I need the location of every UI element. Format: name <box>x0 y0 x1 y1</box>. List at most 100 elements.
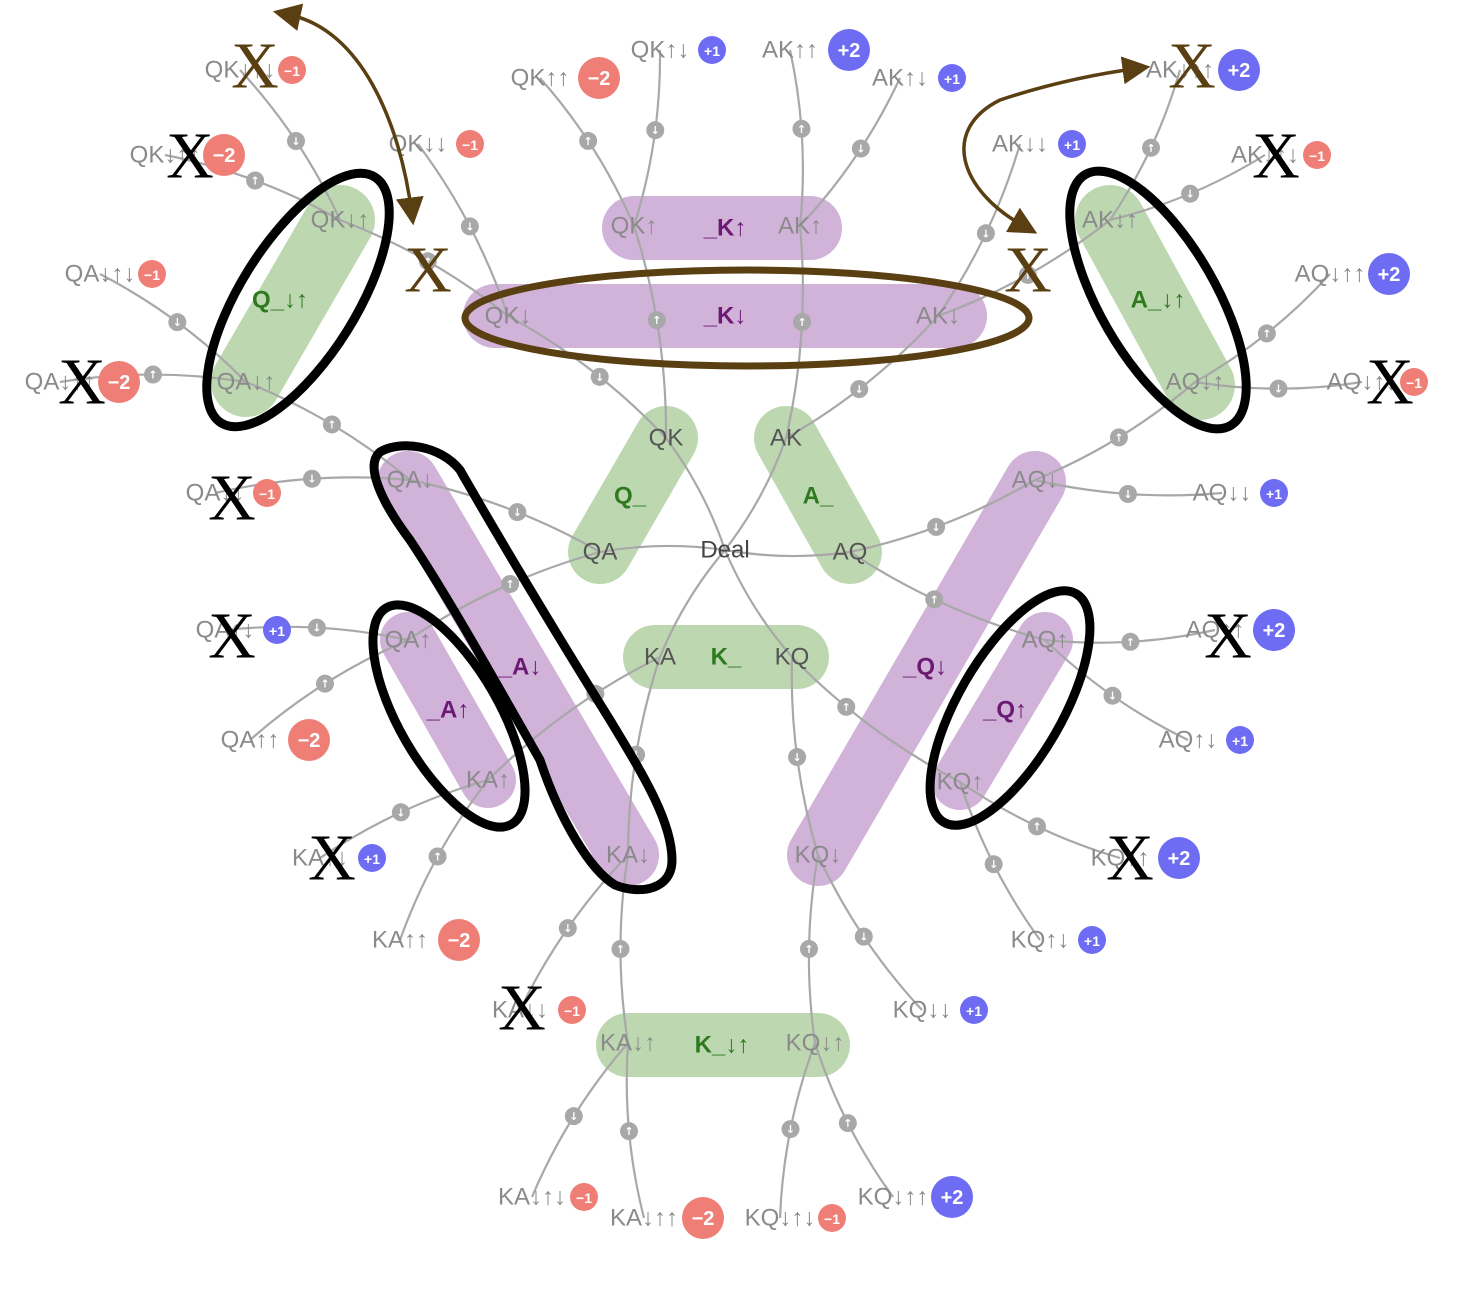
info-set-label-_Ad: _A↓ <box>498 654 542 681</box>
cross-mark-3: X <box>58 346 106 419</box>
action-dot-AQdud <box>1269 379 1288 398</box>
cross-mark-10: X <box>1004 234 1052 307</box>
payoff-badge-QAud <box>263 616 291 644</box>
edge-root-QA <box>599 544 726 554</box>
payoff-badge-KAdd <box>558 996 586 1024</box>
node-label-QAuu: QA↑↑ <box>221 727 280 754</box>
payoff-badge-KQuu <box>1158 837 1200 879</box>
info-set-label-K_: K_ <box>711 644 742 671</box>
payoff-badge-KAud <box>358 844 386 872</box>
payoff-value-QKdud: −1 <box>284 63 300 79</box>
payoff-value-KQdd: +1 <box>966 1003 982 1019</box>
edge-QK-QKd <box>507 315 667 439</box>
up-arrow-icon-KQu: ↑ <box>842 701 851 714</box>
action-dot-QAu <box>501 574 520 593</box>
info-set-blob-Adu <box>1075 185 1235 420</box>
up-arrow-icon-AKuu: ↑ <box>797 123 806 136</box>
payoff-value-KAuu: −2 <box>448 930 471 952</box>
annotation-ellipse-2 <box>461 266 1033 370</box>
info-set-blob-Q_ <box>568 406 698 584</box>
node-label-AKduu: AK↓↑↑ <box>1146 57 1214 84</box>
payoff-value-QAdd: −1 <box>259 486 275 502</box>
down-arrow-icon-KQud: ↓ <box>989 858 998 871</box>
down-arrow-icon-QKdd: ↓ <box>465 220 474 233</box>
action-dot-QAdud <box>168 313 187 332</box>
payoff-value-AQud: +1 <box>1232 733 1248 749</box>
payoff-value-QKdd: −1 <box>462 137 478 153</box>
node-label-QAu: QA↑ <box>385 627 432 654</box>
payoff-badge-AQdud <box>1400 368 1428 396</box>
up-arrow-icon-QKu: ↑ <box>652 314 661 327</box>
payoff-value-AKud: +1 <box>944 71 960 87</box>
node-label-AKdd: AK↓↓ <box>992 131 1048 158</box>
action-dot-KQduu <box>838 1114 857 1133</box>
action-dot-AKdud <box>1181 184 1200 203</box>
cross-mark-11: X <box>1366 346 1414 419</box>
node-label-QKdu: QK↓↑ <box>311 207 370 234</box>
action-dot-KAduu <box>620 1122 638 1141</box>
edge-KA-KAu <box>487 656 661 781</box>
action-dot-KQdu <box>799 939 818 958</box>
edge-root-AK <box>724 437 788 551</box>
action-dot-QKdd <box>460 217 479 236</box>
down-arrow-icon-KAdud: ↓ <box>569 1110 578 1123</box>
up-arrow-icon-QAdu: ↑ <box>327 418 336 431</box>
payoff-value-QAud: +1 <box>269 623 285 639</box>
node-label-KQ: KQ <box>775 644 810 671</box>
payoff-badge-KAduu <box>682 1197 724 1239</box>
payoff-value-QAuu: −2 <box>298 730 321 752</box>
action-dot-QKduu <box>246 171 265 190</box>
node-label-AQ: AQ <box>833 539 868 566</box>
up-arrow-icon-QKduu: ↑ <box>250 175 259 188</box>
node-label-AQdu: AQ↓↑ <box>1166 369 1225 396</box>
action-dot-QKuu <box>579 131 598 150</box>
node-label-KQduu: KQ↓↑↑ <box>858 1184 929 1211</box>
payoff-badge-AQud <box>1226 726 1254 754</box>
node-label-KQdd: KQ↓↓ <box>893 997 952 1024</box>
down-arrow-icon-AKdd: ↓ <box>981 227 990 240</box>
payoff-value-QKduu: −2 <box>213 145 236 167</box>
cross-mark-1: X <box>166 120 214 193</box>
node-label-QKu: QK↑ <box>611 213 658 240</box>
node-label-AQduu: AQ↓↑↑ <box>1295 261 1366 288</box>
info-set-blob-A_ <box>754 406 882 584</box>
action-dot-QAud <box>307 618 326 637</box>
payoff-value-AKdud: −1 <box>1309 148 1325 164</box>
edge-root-KQ <box>723 549 793 658</box>
cross-mark-5: X <box>208 600 256 673</box>
cross-mark-12: X <box>1204 600 1252 673</box>
cross-mark-9: X <box>1252 120 1300 193</box>
payoff-badge-layer: +1−2+2+1−1−2−1+2+1−1−1−2−1+2−1+1+1−2+2+1… <box>98 29 1428 1239</box>
edge-AK-AKu <box>784 225 804 439</box>
node-label-QKd: QK↓ <box>485 303 532 330</box>
up-arrow-icon-AKduu: ↑ <box>1146 142 1155 155</box>
up-arrow-icon-KQdu: ↑ <box>804 943 813 956</box>
up-arrow-icon-AQdu: ↑ <box>1114 431 1123 444</box>
info-set-blob-_Au <box>380 612 516 808</box>
node-label-QAdu: QA↓↑ <box>217 369 276 396</box>
down-arrow-icon-KAdd: ↓ <box>563 922 572 935</box>
node-label-AKd: AK↓ <box>916 303 960 330</box>
node-label-KAdud: KA↓↑↓ <box>498 1184 566 1211</box>
action-dot-AKd <box>850 380 869 399</box>
action-dot-KQu <box>837 697 856 716</box>
payoff-value-KAduu: −2 <box>692 1208 715 1230</box>
action-dot-QAduu <box>144 365 162 384</box>
node-label-AQdud: AQ↓↑↓ <box>1327 369 1398 396</box>
payoff-badge-QKud <box>698 36 726 64</box>
info-set-label-Kdu: K_↓↑ <box>695 1032 750 1059</box>
payoff-value-QAdud: −1 <box>144 267 160 283</box>
action-dot-AQud <box>1103 686 1122 705</box>
payoff-badge-KQud <box>1078 926 1106 954</box>
node-label-QA: QA <box>583 539 618 566</box>
information-set-layer <box>211 185 1235 1077</box>
payoff-value-AKuu: +2 <box>838 40 861 62</box>
up-arrow-icon-KQduu: ↑ <box>843 1117 852 1130</box>
node-label-QAdd: QA↓↓ <box>186 480 245 507</box>
action-marker-layer: ↑↓↑↓↓↑↓↑↑↓↑↓↓↑↑↓↑↓↑↓↓↑↑↓↑↓↑↓↓↑↑↓↓↑↑↓↓↑↑↓… <box>144 119 1288 1141</box>
node-label-AKdud: AK↓↑↓ <box>1231 142 1299 169</box>
node-label-KQu: KQ↑ <box>937 769 984 796</box>
payoff-badge-QAuu <box>288 719 330 761</box>
annotation-ellipse-3 <box>368 600 530 832</box>
annotation-ellipse-4 <box>925 586 1095 830</box>
